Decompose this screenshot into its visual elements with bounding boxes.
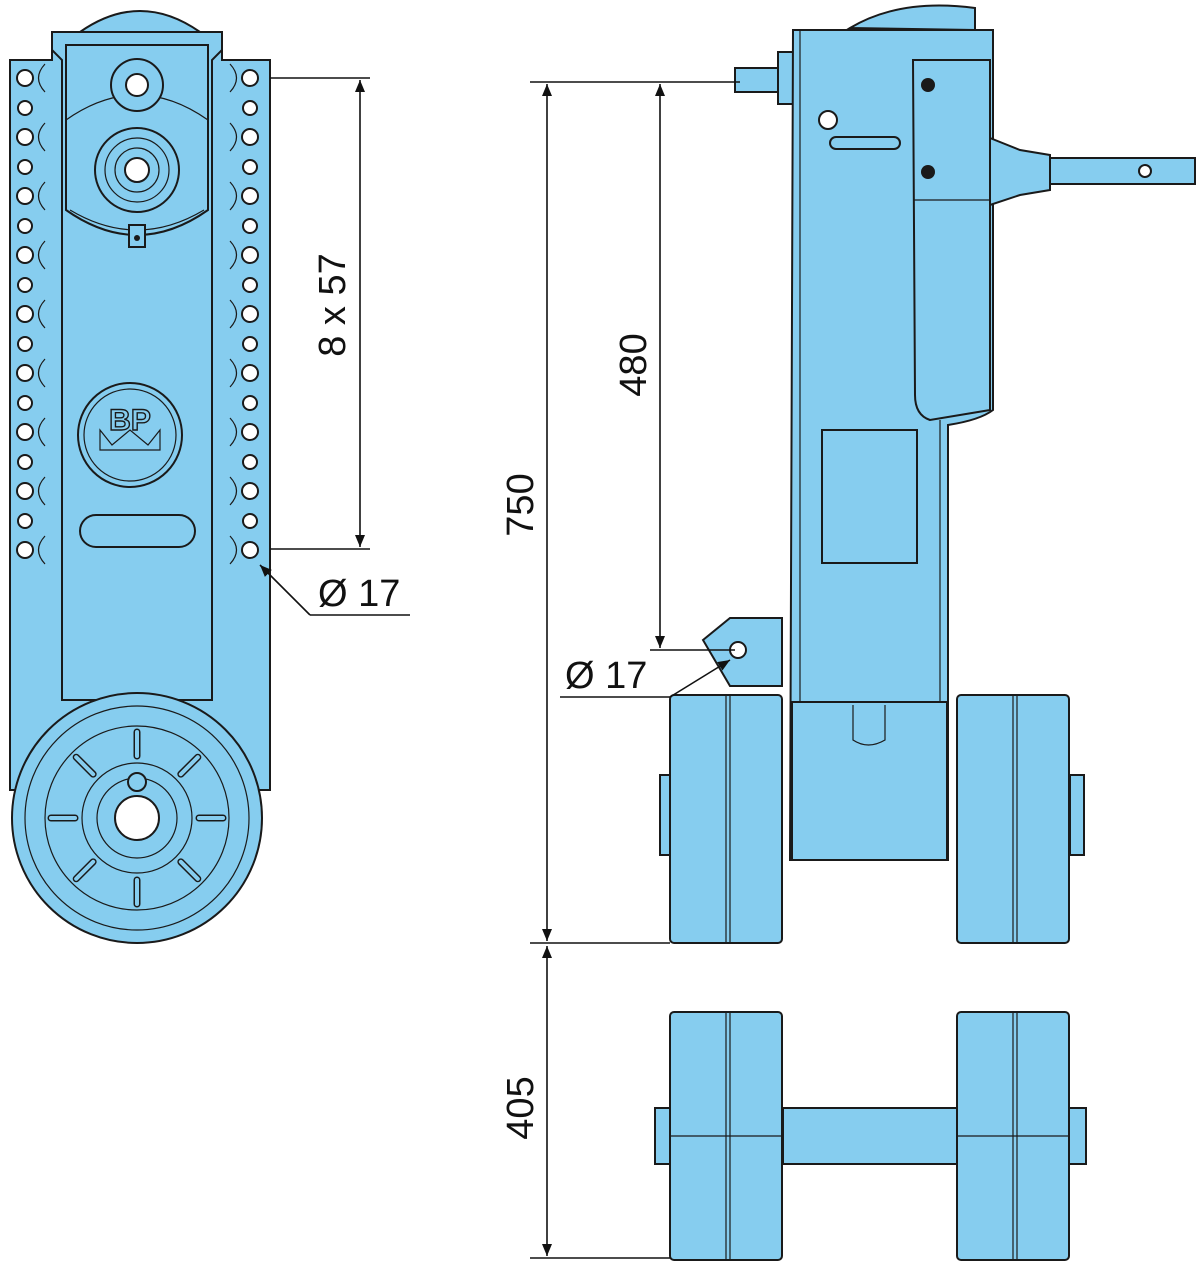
front-left-mount-hole: [16, 246, 34, 264]
front-right-mount-hole: [241, 423, 259, 441]
bottom-track-dimension: 405: [500, 946, 670, 1259]
front-left-notches: [16, 63, 46, 565]
front-left-mount-hole: [16, 482, 34, 500]
bottom-left-wheel: [654, 1011, 783, 1261]
front-right-mount-hole: [241, 128, 259, 146]
side-output-shaft-boot: [989, 136, 1051, 207]
front-right-notches: [229, 63, 259, 565]
front-slot: [79, 514, 196, 548]
front-view: BP: [9, 10, 271, 944]
front-crank-shaft-hole: [125, 73, 149, 97]
front-right-mount-hole: [241, 187, 259, 205]
front-hole-diameter-dimension: Ø 17: [259, 564, 410, 616]
svg-text:BP: BP: [109, 404, 151, 437]
front-left-mount-hole: [16, 423, 34, 441]
bottom-axle: [782, 1107, 959, 1165]
front-right-mount-hole: [241, 305, 259, 323]
bottom-right-wheel: [956, 1011, 1087, 1261]
side-label-plate: [821, 429, 918, 564]
side-crank-stub: [734, 67, 781, 93]
side-foot-housing: [791, 701, 948, 861]
front-pitch-label: 8 x 57: [312, 253, 354, 357]
front-hole-diameter-label: Ø 17: [318, 573, 400, 615]
side-pin-height-dimension: 480: [613, 84, 735, 651]
front-left-mount-hole: [16, 305, 34, 323]
front-gear-hub-bore: [124, 157, 150, 183]
front-right-mount-hole: [241, 69, 259, 87]
front-right-mount-hole: [241, 482, 259, 500]
front-left-mount-hole: [16, 541, 34, 559]
side-gearbox-screw: [921, 78, 935, 92]
side-pin-height-label: 480: [613, 333, 655, 396]
side-total-height-label: 750: [500, 473, 542, 536]
front-left-mount-hole: [16, 69, 34, 87]
front-right-mount-hole: [241, 364, 259, 382]
front-left-mount-hole: [16, 187, 34, 205]
side-top-dome: [846, 4, 976, 32]
side-left-wheel: [659, 694, 783, 944]
front-left-mount-hole: [16, 364, 34, 382]
side-pin-diameter-label: Ø 17: [565, 655, 647, 697]
front-foot-axle-bore: [114, 795, 160, 841]
bottom-view: [654, 1011, 1087, 1261]
side-output-shaft: [1049, 157, 1196, 185]
side-pin-diameter-dimension: Ø 17: [560, 655, 731, 698]
front-right-mount-hole: [241, 541, 259, 559]
front-foot-ribs: [47, 728, 227, 908]
front-pitch-dimension: 8 x 57: [270, 77, 370, 550]
side-view: [659, 4, 1196, 944]
bottom-track-label: 405: [500, 1076, 542, 1139]
side-right-wheel: [956, 694, 1085, 944]
front-top-dome: [76, 10, 204, 33]
front-right-mount-hole: [241, 246, 259, 264]
side-total-height-dimension: 750: [500, 81, 740, 944]
front-left-mount-hole: [16, 128, 34, 146]
side-gearbox-block: [911, 59, 991, 422]
bpw-logo: BP: [77, 382, 183, 488]
